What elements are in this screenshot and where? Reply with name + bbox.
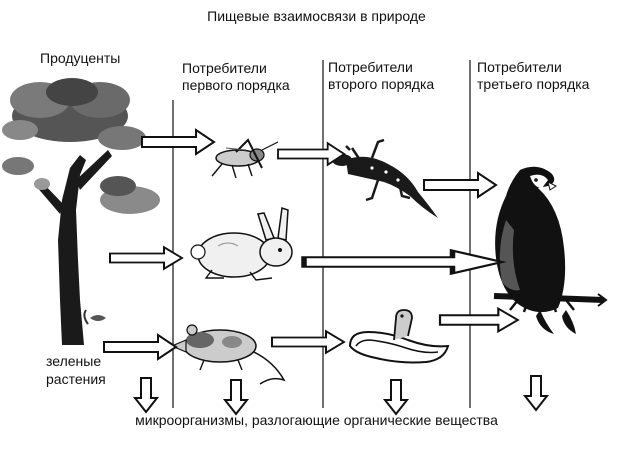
arrow-down-first-order (224, 379, 248, 415)
column-second-order-label: Потребители второго порядка (328, 59, 434, 93)
rabbit-illustration (190, 207, 293, 281)
diagram-title: Пищевые взаимосвязи в природе (207, 8, 426, 24)
arrow-snake-to-eagle (438, 307, 519, 333)
arrow-down-producers (134, 377, 158, 413)
eagle-illustration (493, 166, 608, 334)
snake-illustration (348, 309, 450, 364)
column-third-order-line1: Потребители (477, 59, 562, 75)
green-plants-line2: растения (46, 371, 106, 387)
arrow-tree-to-grasshopper (141, 129, 215, 155)
column-first-order-line2: первого порядка (182, 77, 290, 93)
grasshopper-illustration (211, 138, 279, 179)
column-first-order-line1: Потребители (182, 60, 267, 76)
green-plants-label: зеленые растения (46, 352, 106, 388)
arrow-grasshopper-to-lizard (277, 142, 346, 166)
column-producers-label: Продуценты (40, 50, 120, 67)
column-second-order-line1: Потребители (328, 59, 413, 75)
tree-illustration (2, 78, 160, 345)
arrow-tree-to-rat (103, 334, 177, 360)
decomposers-label: микроорганизмы, разлогающие органические… (135, 412, 498, 428)
green-plants-line1: зеленые (46, 353, 102, 369)
arrow-down-third-order (524, 375, 548, 411)
column-second-order-line2: второго порядка (328, 76, 435, 92)
column-producers-line1: Продуценты (40, 50, 121, 66)
arrow-rat-to-snake (271, 330, 345, 354)
column-third-order-label: Потребители третьего порядка (477, 59, 589, 93)
arrow-tree-to-rabbit (109, 246, 183, 270)
arrow-lizard-to-eagle (423, 172, 497, 198)
arrow-down-second-order (384, 379, 408, 415)
rat-illustration (170, 324, 286, 385)
column-third-order-line2: третьего порядка (477, 76, 590, 92)
arrow-rabbit-to-eagle (304, 251, 502, 274)
column-first-order-label: Потребители первого порядка (182, 60, 290, 94)
lizard-illustration (332, 138, 438, 218)
